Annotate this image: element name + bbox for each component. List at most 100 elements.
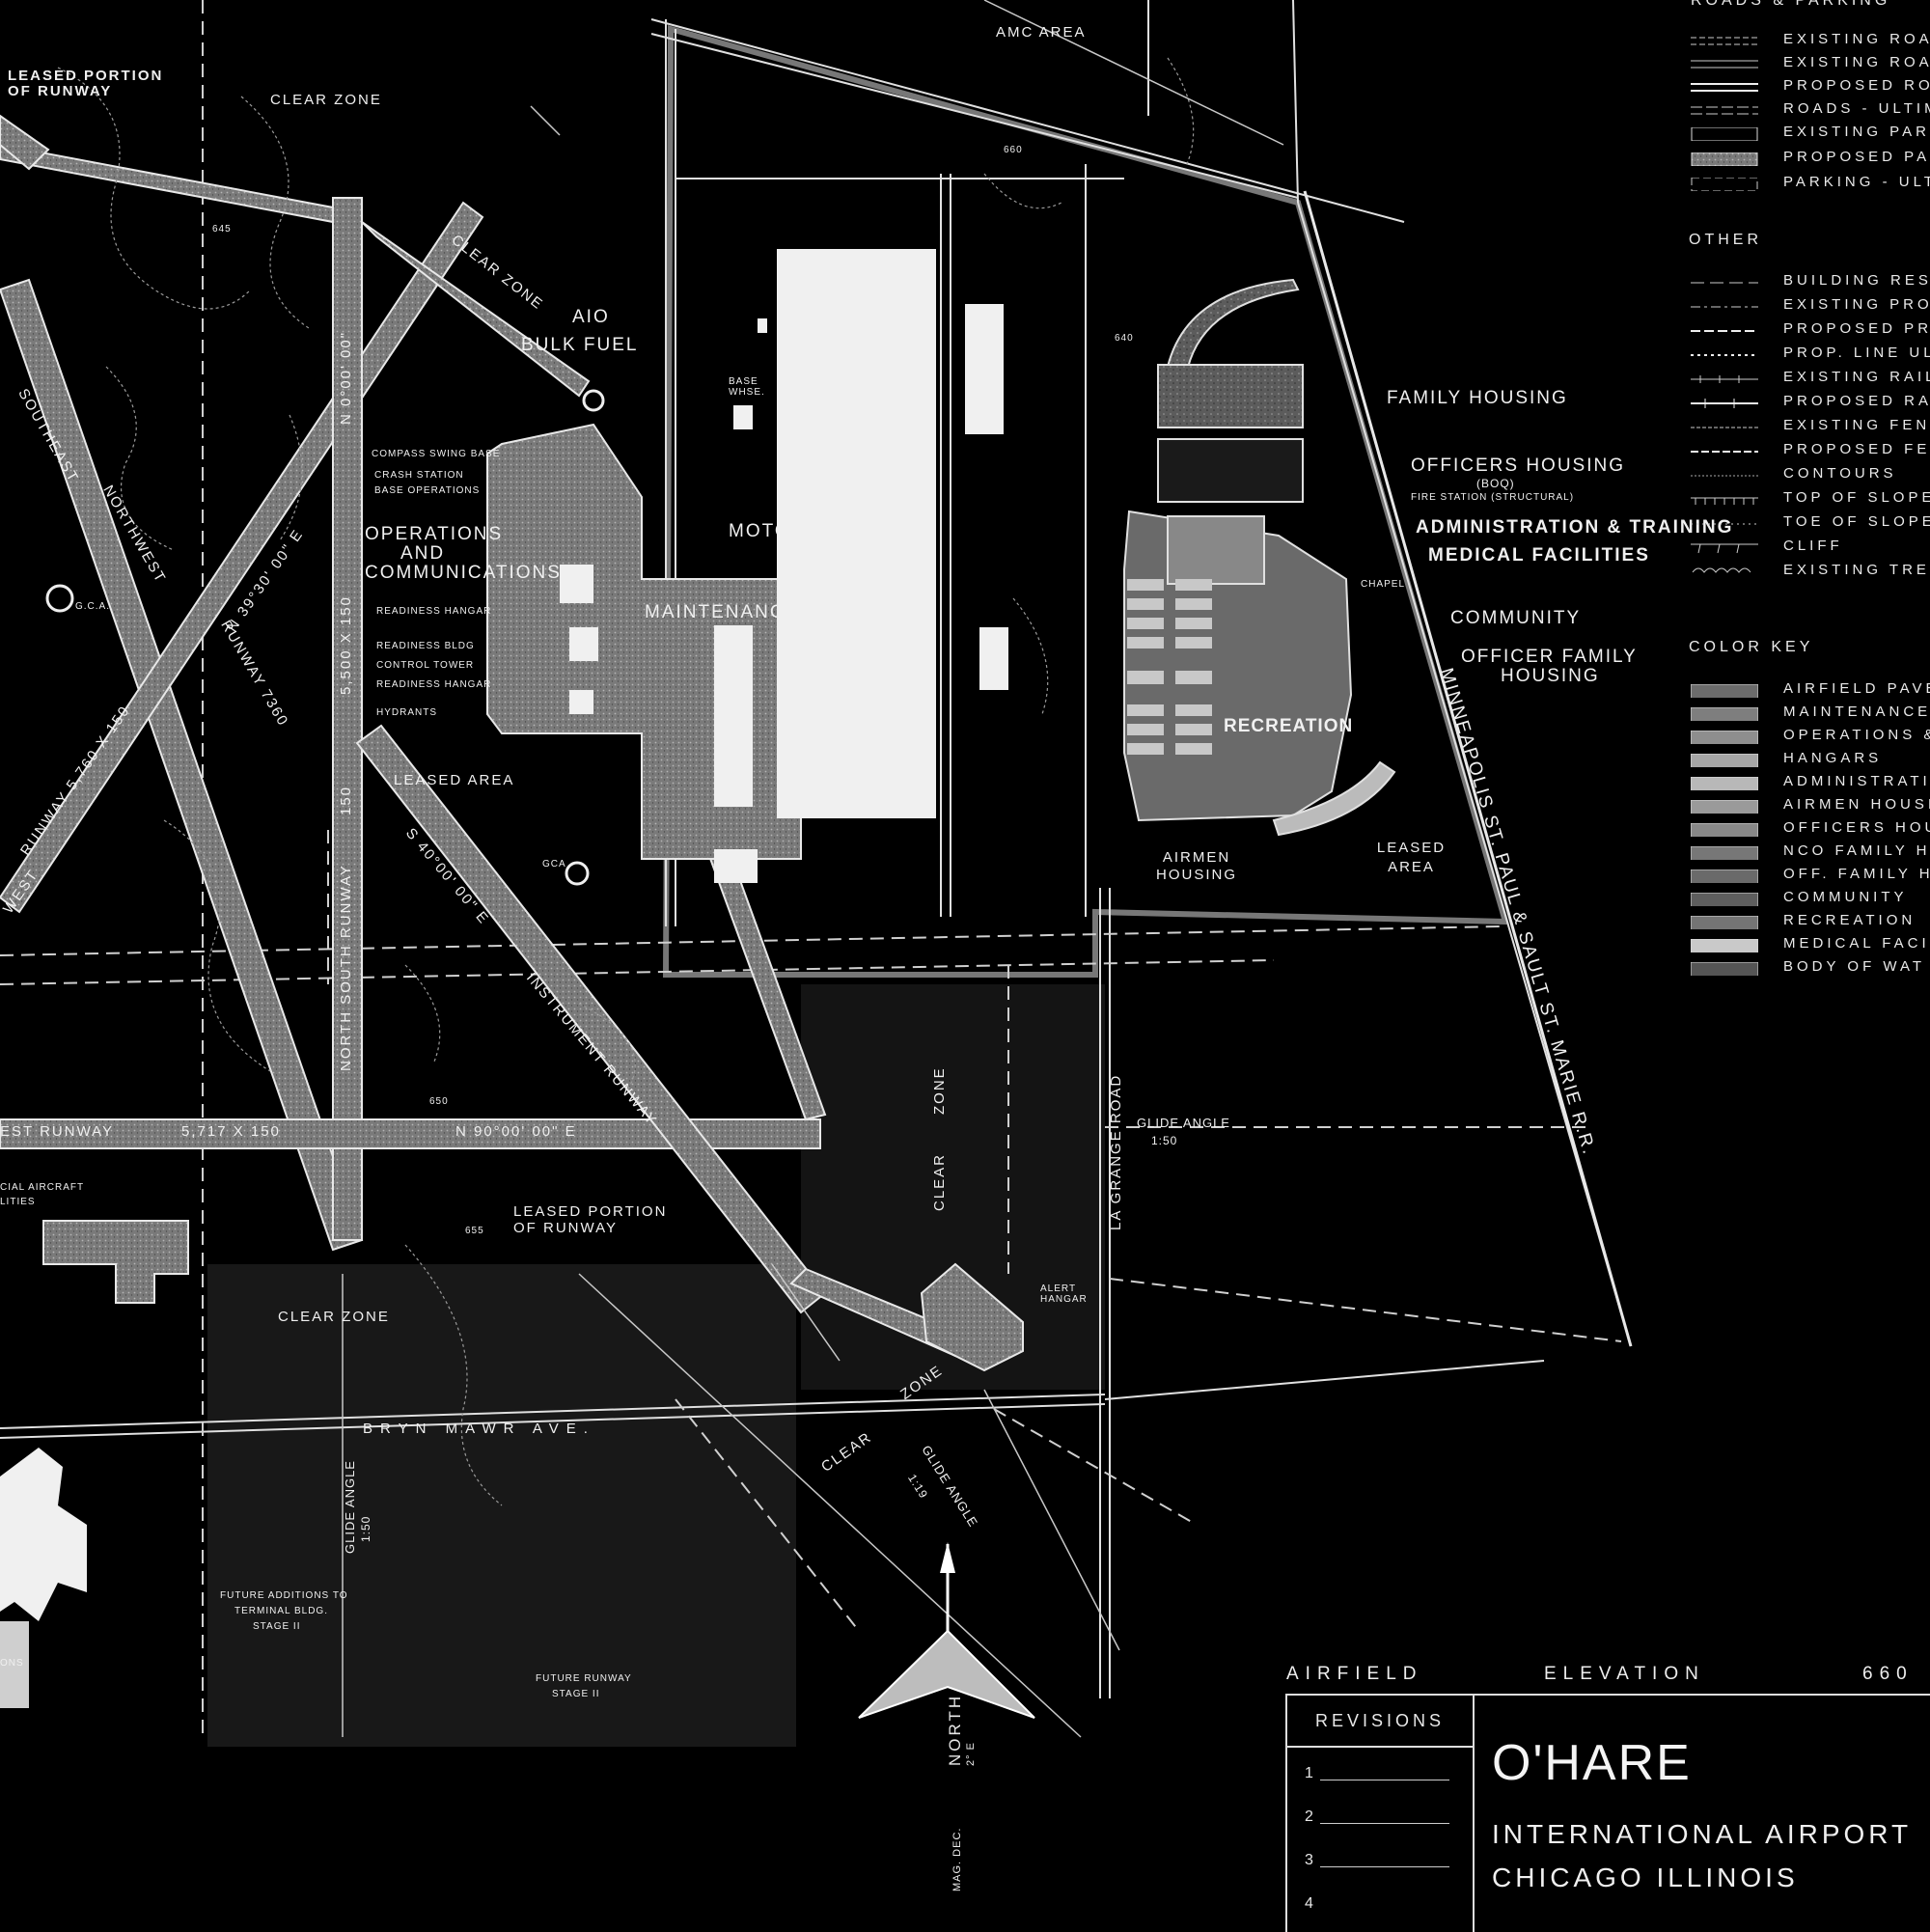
label-bulk-fuel: BULK FUEL xyxy=(521,335,639,355)
legend-other-row: CONTOURS xyxy=(1691,465,1897,482)
label-est-runway: EST RUNWAY xyxy=(0,1123,115,1140)
label-airmen-housing: HOUSING xyxy=(1155,867,1237,883)
taxiway-diag xyxy=(361,221,591,398)
label-leased-area-2a: LEASED xyxy=(1376,840,1447,856)
label-alert-hangar: ALERT HANGAR xyxy=(1040,1283,1088,1305)
label-officer-family: OFFICER FAMILY xyxy=(1461,647,1638,667)
existing-road-symbol xyxy=(1691,37,1758,45)
legend-roads-row: EXISTING PARKING xyxy=(1691,124,1930,143)
label-family-housing: FAMILY HOUSING xyxy=(1387,388,1568,408)
label-readiness-hangar-2: READINESS HANGAR xyxy=(376,679,492,690)
label-north: NORTH xyxy=(946,1693,964,1766)
label-compass-swing-base: COMPASS SWING BASE xyxy=(372,449,501,459)
label-clear-zone-4a: CLEAR xyxy=(931,1152,948,1211)
legend-roads-heading: ROADS & PARKING xyxy=(1691,0,1891,9)
legend-other-row: EXISTING PROPE xyxy=(1691,296,1930,313)
label-fire-station: FIRE STATION (STRUCTURAL) xyxy=(1411,492,1575,503)
admin-building xyxy=(965,304,1004,434)
label-leased-portion-top: LEASED PORTION xyxy=(8,68,164,84)
revision-line: 1 xyxy=(1305,1763,1449,1784)
title-airport-name: O'HARE xyxy=(1492,1735,1692,1791)
label-hydrants: HYDRANTS xyxy=(376,707,438,718)
terminal-buildings xyxy=(0,1448,87,1708)
color-key-row: HANGARS xyxy=(1691,750,1930,769)
airfield-label: AIRFIELD xyxy=(1286,1664,1423,1684)
officers-housing xyxy=(1157,438,1304,503)
color-key-row: ADMINISTRATION xyxy=(1691,773,1930,792)
taxi-loop-top xyxy=(0,114,50,171)
label-gca: G.C.A. xyxy=(75,601,111,612)
legend-other-row: CLIFF xyxy=(1691,538,1930,557)
label-crash-station: CRASH STATION xyxy=(374,470,464,481)
legend-other-heading: OTHER xyxy=(1689,232,1762,248)
label-5500: 5,500 X 150 xyxy=(338,595,354,695)
revisions-heading: REVISIONS xyxy=(1287,1696,1473,1748)
label-base-operations: BASE OPERATIONS xyxy=(374,485,481,496)
legend-other-row: PROPOSED FEN xyxy=(1691,441,1930,457)
legend-other-row: EXISTING RAIL xyxy=(1691,369,1930,385)
color-key-row: OFF. FAMILY HO xyxy=(1691,866,1930,885)
label-150: 150 xyxy=(338,785,354,815)
label-5717: 5,717 X 150 xyxy=(181,1123,281,1140)
elevation-label: ELEVATION xyxy=(1544,1664,1705,1684)
color-key-row: MEDICAL FACIL xyxy=(1691,935,1930,954)
legend-roads-row: PROPOSED ROADS xyxy=(1691,77,1930,94)
label-recreation: RECREATION xyxy=(1224,716,1354,736)
label-glide-angle-1: GLIDE ANGLE xyxy=(1137,1116,1230,1130)
label-admin-training: ADMINISTRATION & TRAINING xyxy=(1416,517,1734,538)
label-leased-area: LEASED AREA xyxy=(394,772,515,788)
label-contour-660: 660 xyxy=(1004,145,1023,155)
legend-other-row: PROP. LINE ULT xyxy=(1691,345,1930,361)
commercial-apron xyxy=(42,1220,189,1304)
legend-other-row: EXISTING TREE xyxy=(1691,562,1930,581)
roads xyxy=(0,0,1632,1698)
label-stage-ii: STAGE II xyxy=(253,1621,301,1632)
label-of-runway-top: OF RUNWAY xyxy=(8,83,113,99)
label-aio: AIO xyxy=(572,307,610,327)
color-key-row: BODY OF WAT xyxy=(1691,958,1930,978)
runway-north-south xyxy=(332,197,363,1241)
label-contour-650: 650 xyxy=(429,1096,449,1107)
label-clear-zone-1: CLEAR ZONE xyxy=(270,92,382,108)
label-la-grange-road: LA GRANGE ROAD xyxy=(1108,1073,1124,1230)
label-mag-val: 2° E xyxy=(965,1742,977,1766)
label-future-terminal: FUTURE ADDITIONS TO xyxy=(220,1590,348,1601)
legend-roads-row: PARKING - ULTIMATE xyxy=(1691,174,1930,193)
color-key-row: OPERATIONS & xyxy=(1691,727,1930,746)
label-gca-2: GCA xyxy=(542,859,566,869)
color-key-row: NCO FAMILY HO xyxy=(1691,842,1930,862)
label-chapel: CHAPEL xyxy=(1361,579,1406,590)
family-housing-block xyxy=(1157,364,1304,428)
alert-apron xyxy=(920,1262,1024,1372)
label-community: COMMUNITY xyxy=(1450,608,1582,628)
legend-other-row: TOP OF SLOPE xyxy=(1691,489,1930,506)
label-of-runway-bottom: OF RUNWAY xyxy=(513,1220,618,1236)
label-operations: OPERATIONS xyxy=(365,524,504,544)
legend-other-row: BUILDING REST xyxy=(1691,272,1930,289)
gca-marker-icon xyxy=(45,389,605,886)
label-officer-family-housing: HOUSING xyxy=(1501,666,1600,686)
title-block: REVISIONS 1 2 3 4 O'HARE INTERNATIONAL A… xyxy=(1285,1694,1930,1932)
label-motor-pool: MOTOR POOL xyxy=(729,521,872,541)
label-and: AND xyxy=(400,543,446,564)
color-key-row: OFFICERS HOUS xyxy=(1691,819,1930,839)
revision-line: 2 xyxy=(1305,1807,1449,1828)
label-ratio-2: 1:50 xyxy=(359,1515,372,1542)
legend-roads-row: EXISTING ROADS xyxy=(1691,31,1930,50)
label-officers-housing: OFFICERS HOUSING xyxy=(1411,455,1626,476)
label-lities: LITIES xyxy=(0,1197,36,1207)
legend-roads-row: PROPOSED PARKING xyxy=(1691,149,1930,168)
large-warehouse xyxy=(777,249,936,818)
label-leased-portion-bottom: LEASED PORTION xyxy=(513,1203,668,1220)
buildings xyxy=(560,249,1008,883)
label-clear-zone-4b: ZONE xyxy=(931,1066,948,1115)
legend-other-row: PROPOSED RAIL xyxy=(1691,393,1930,409)
label-leased-area-2b: AREA xyxy=(1388,859,1435,875)
label-n-90: N 90°00' 00" E xyxy=(455,1123,577,1140)
label-boq: (BOQ) xyxy=(1476,477,1515,490)
revisions-column: REVISIONS 1 2 3 4 xyxy=(1287,1696,1475,1932)
legend-other-row: PROPOSED PRO xyxy=(1691,320,1930,337)
taxiway-upper xyxy=(0,143,334,224)
label-airmen: AIRMEN xyxy=(1162,849,1231,866)
